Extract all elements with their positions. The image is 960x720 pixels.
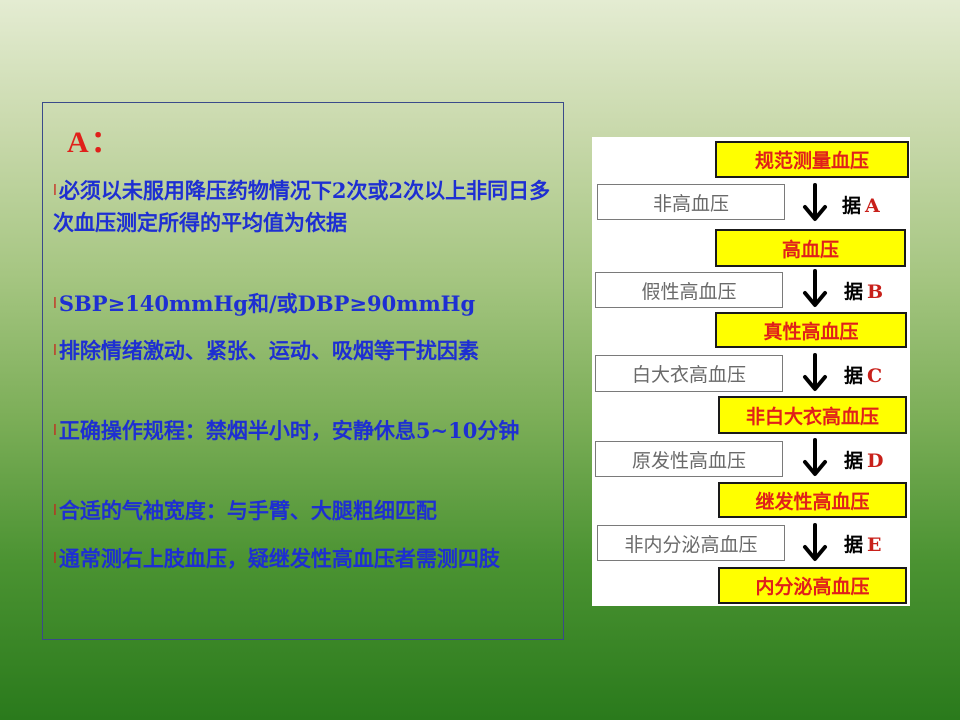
bullet-mark: l — [53, 503, 57, 519]
criteria-item: lSBP≥140mmHg和/或DBP≥90mmHg — [53, 291, 476, 316]
step-true-hypertension: 真性高血压 — [715, 312, 907, 348]
step-standard-measurement: 规范测量血压 — [715, 141, 909, 178]
exclude-white-coat: 白大衣高血压 — [595, 355, 783, 392]
exclude-non-endocrine: 非内分泌高血压 — [597, 525, 785, 561]
down-arrow-icon — [803, 353, 827, 391]
down-arrow-icon — [803, 183, 827, 221]
bullet-mark: l — [53, 343, 57, 359]
panel-heading: A： — [67, 126, 123, 159]
down-arrow-icon — [803, 269, 827, 307]
bullet-mark: l — [53, 296, 57, 312]
exclude-normotension: 非高血压 — [597, 184, 785, 220]
down-arrow-icon — [803, 438, 827, 476]
criteria-panel: A： l必须以未服用降压药物情况下2次或2次以上非同日多次血压测定所得的平均值为… — [42, 102, 564, 640]
bullet-mark: l — [53, 183, 57, 199]
step-secondary: 继发性高血压 — [718, 482, 907, 518]
criteria-item: l通常测右上肢血压，疑继发性高血压者需测四肢 — [53, 546, 500, 571]
exclude-primary: 原发性高血压 — [595, 441, 783, 477]
step-endocrine: 内分泌高血压 — [718, 567, 907, 604]
exclude-pseudo: 假性高血压 — [595, 272, 783, 308]
step-non-white-coat: 非白大衣高血压 — [718, 396, 907, 434]
criteria-item: l正确操作规程：禁烟半小时，安静休息5~10分钟 — [53, 418, 520, 443]
bullet-mark: l — [53, 423, 57, 439]
criteria-item: l必须以未服用降压药物情况下2次或2次以上非同日多次血压测定所得的平均值为依据 — [53, 178, 551, 235]
step-hypertension: 高血压 — [715, 229, 906, 267]
criteria-item: l合适的气袖宽度：与手臂、大腿粗细匹配 — [53, 498, 437, 523]
diagnosis-flowchart: 规范测量血压 高血压 真性高血压 非白大衣高血压 继发性高血压 内分泌高血压 非… — [592, 137, 910, 606]
criteria-item: l排除情绪激动、紧张、运动、吸烟等干扰因素 — [53, 338, 479, 363]
bullet-mark: l — [53, 551, 57, 567]
down-arrow-icon — [803, 523, 827, 561]
